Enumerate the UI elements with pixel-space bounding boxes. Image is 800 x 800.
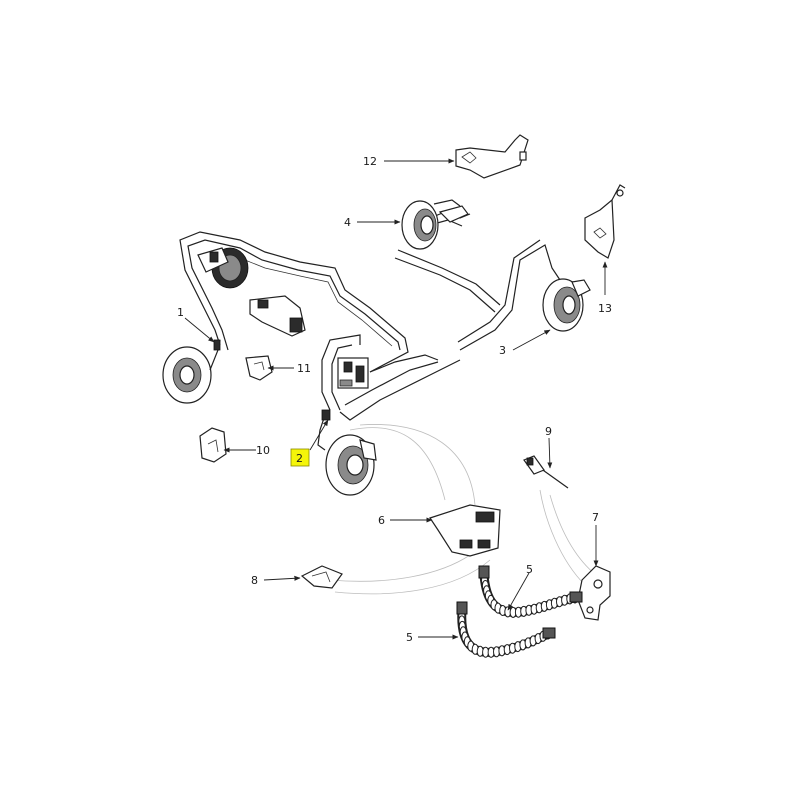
part-7-bracket [577,565,611,621]
hose-fitting [456,601,468,615]
hose-fitting [569,591,583,603]
callout-3: 3 [499,344,506,357]
part-8-clip [300,565,343,589]
callout-2-highlight [290,448,310,467]
callout-11: 11 [297,362,311,375]
callout-2: 2 [296,452,303,465]
part-9-bleed-screw [523,455,569,489]
hose-fitting [478,565,490,579]
callout-leaders [184,158,608,640]
part-5-flex-hose-lower [456,601,556,658]
part-10-shield [199,427,227,463]
callout-6: 6 [378,514,385,527]
callout-1: 1 [177,306,184,319]
part-12-bracket [455,134,529,179]
callout-5-lower: 5 [406,631,413,644]
part-6-bracket [429,504,501,557]
part-4-brake-disc [401,199,469,250]
callout-4: 4 [344,216,351,229]
callout-labels: 12 4 13 3 1 11 10 2 9 6 7 8 5 5 [177,155,612,644]
valve-block [337,357,369,389]
abs-modulator-unit [197,247,249,289]
brake-pipe-network [179,211,561,451]
callout-8: 8 [251,574,258,587]
part-13-bracket [584,184,626,259]
callout-12: 12 [363,155,377,168]
hose-fitting [542,627,556,639]
callout-13: 13 [598,302,612,315]
part-2-brake-disc [321,409,377,496]
callout-10: 10 [256,444,270,457]
pipe-union-block [249,295,306,337]
reference-lines [329,424,601,595]
callout-9: 9 [545,425,552,438]
part-5-flex-hose-upper [478,565,583,618]
part-1-brake-disc [162,339,221,404]
callout-5-upper: 5 [526,563,533,576]
callout-7: 7 [592,511,599,524]
part-11-clip [245,355,273,381]
part-3-brake-disc [542,278,591,332]
